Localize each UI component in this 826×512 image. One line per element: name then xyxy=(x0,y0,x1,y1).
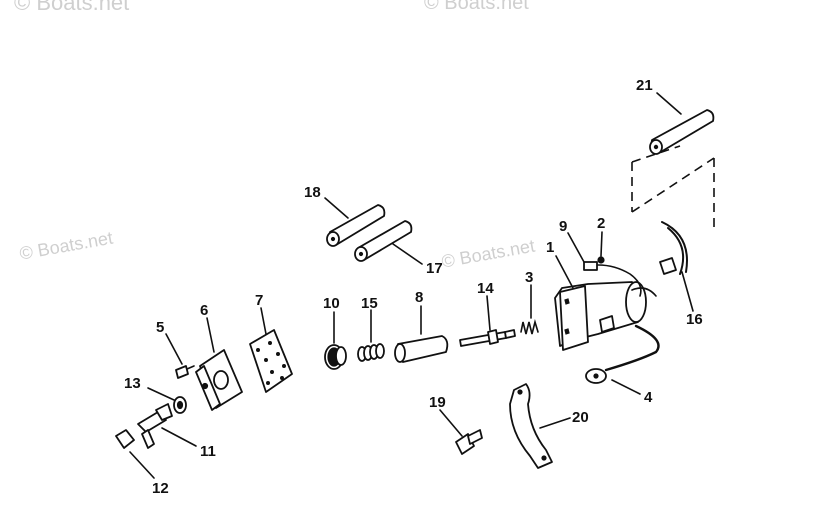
part-12-nut xyxy=(115,429,135,449)
callout-13: 13 xyxy=(124,375,141,392)
callout-8: 8 xyxy=(415,289,423,306)
part-14-plunger-rod xyxy=(459,329,516,347)
leader-4 xyxy=(611,379,641,395)
leader-20 xyxy=(539,417,571,429)
leader-17 xyxy=(392,243,423,265)
callout-1: 1 xyxy=(546,239,554,256)
callout-18: 18 xyxy=(304,184,321,201)
part-9-terminal xyxy=(583,261,598,271)
callout-21: 21 xyxy=(636,77,653,94)
callout-14: 14 xyxy=(477,280,494,297)
part-10-coil xyxy=(324,344,347,370)
callout-11: 11 xyxy=(200,443,216,460)
part-6-cover xyxy=(195,349,243,411)
callout-2: 2 xyxy=(597,215,605,232)
watermark-top-left: © Boats.net xyxy=(14,0,130,15)
leader-12 xyxy=(129,451,155,479)
leader-2 xyxy=(600,231,603,257)
leader-18 xyxy=(324,197,349,219)
part-1-solenoid xyxy=(554,281,657,351)
part-13-washer xyxy=(173,396,187,414)
part-15-spring xyxy=(357,343,385,362)
callout-4: 4 xyxy=(644,389,653,406)
part-2-nut xyxy=(597,256,605,264)
callout-15: 15 xyxy=(361,295,378,312)
part-8-sleeve xyxy=(394,335,449,363)
callout-16: 16 xyxy=(686,311,703,328)
part-7-gasket xyxy=(249,329,293,393)
leader-11 xyxy=(161,427,197,447)
callout-19: 19 xyxy=(429,394,446,411)
leader-1 xyxy=(555,255,574,289)
part-21-cylinder xyxy=(649,109,715,155)
callout-17: 17 xyxy=(426,260,443,277)
leader-9 xyxy=(567,232,585,263)
leader-21 xyxy=(656,92,682,115)
part-4-ground-lead xyxy=(585,324,660,384)
part-18-cylinder xyxy=(326,204,386,247)
part-3-spring xyxy=(520,318,539,335)
callout-7: 7 xyxy=(255,292,263,309)
callout-12: 12 xyxy=(152,480,169,497)
leader-16 xyxy=(681,271,694,312)
part-19-bolt xyxy=(455,429,483,455)
leader-14 xyxy=(486,295,491,331)
callout-10: 10 xyxy=(323,295,340,312)
leader-6 xyxy=(206,317,215,353)
callout-5: 5 xyxy=(156,319,164,336)
part-9-wire xyxy=(586,264,642,297)
part-21-dashed-outline xyxy=(631,145,715,232)
part-5-screw xyxy=(175,365,195,379)
callout-9: 9 xyxy=(559,218,567,235)
part-16-clip xyxy=(659,221,688,275)
leader-5 xyxy=(165,333,183,365)
leader-7 xyxy=(260,307,267,335)
part-11-fitting xyxy=(137,403,173,449)
callout-20: 20 xyxy=(572,409,589,426)
callout-3: 3 xyxy=(525,269,533,286)
leader-19 xyxy=(439,409,463,437)
callout-6: 6 xyxy=(200,302,208,319)
part-20-bracket xyxy=(509,383,553,469)
leader-13 xyxy=(147,387,175,401)
part-17-cylinder xyxy=(354,220,413,262)
watermark-top-center: © Boats.net xyxy=(424,0,529,14)
